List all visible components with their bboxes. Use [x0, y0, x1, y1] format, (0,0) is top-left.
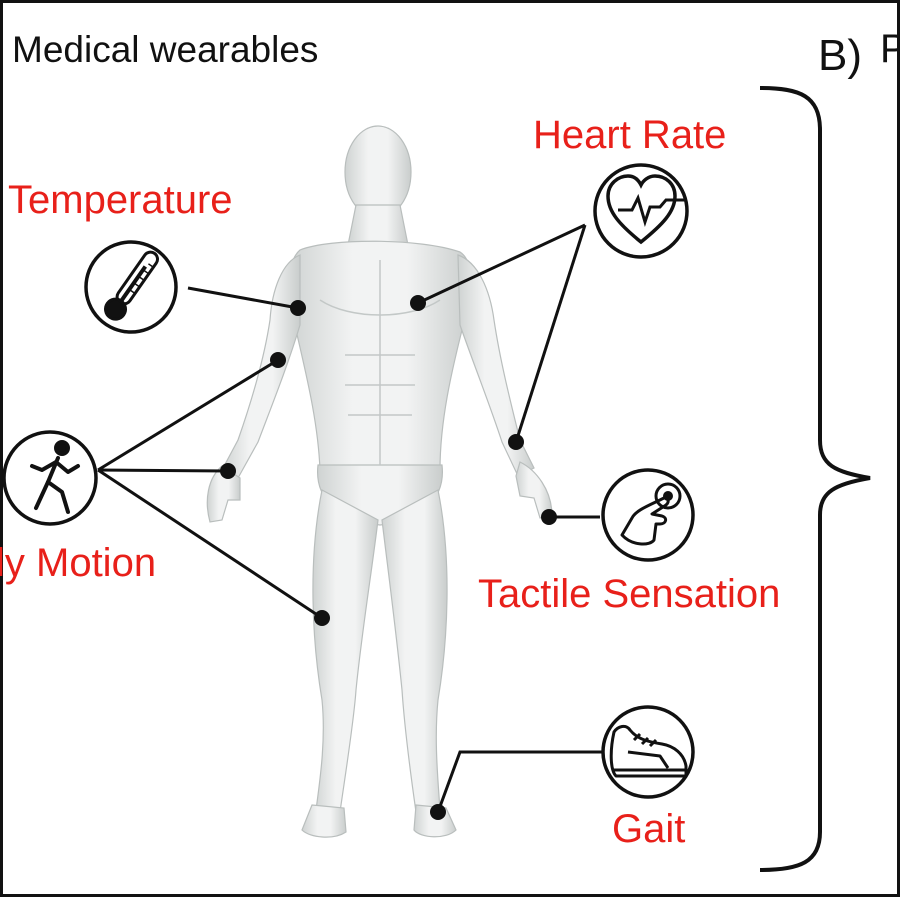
label-tactile-sensation: Tactile Sensation	[478, 572, 780, 616]
sensor-labels: Heart Rate Temperature ly Motion Tactile…	[0, 113, 780, 851]
connector-motion-arm	[97, 358, 279, 472]
connector-motion-hand	[97, 468, 229, 473]
sensor-point-chest	[410, 295, 426, 311]
connector-motion-knee	[97, 468, 323, 620]
label-gait: Gait	[612, 807, 685, 851]
heart-pulse-icon	[593, 163, 689, 259]
sensor-point-wrist	[508, 434, 524, 450]
body-contour-lines	[319, 260, 441, 465]
label-temperature: Temperature	[8, 178, 233, 222]
panel-b-cut-text: P	[880, 27, 900, 71]
panel-b-label: B)	[818, 31, 862, 80]
sensor-point-knee	[314, 610, 330, 626]
connector-gait	[436, 750, 606, 813]
sensor-point-hand	[220, 463, 236, 479]
sensor-point-shoulder	[290, 300, 306, 316]
sensor-point-fingertip	[541, 509, 557, 525]
sensor-point-arm	[270, 352, 286, 368]
connector-heart-rate-chest	[417, 223, 586, 305]
sensor-points	[220, 295, 557, 820]
curly-brace	[759, 86, 871, 872]
connector-temperature	[187, 286, 299, 310]
human-body-figure	[206, 125, 553, 838]
thermometer-icon	[84, 240, 178, 334]
runner-icon	[2, 430, 98, 526]
panel-title: Medical wearables	[12, 29, 318, 70]
connector-heart-rate-wrist	[514, 224, 587, 443]
sneaker-icon	[601, 705, 695, 799]
sensor-point-ankle	[430, 804, 446, 820]
finger-touch-icon	[601, 468, 695, 562]
label-heart-rate: Heart Rate	[533, 113, 726, 157]
label-body-motion: ly Motion	[0, 541, 156, 585]
connector-lines	[97, 223, 606, 813]
